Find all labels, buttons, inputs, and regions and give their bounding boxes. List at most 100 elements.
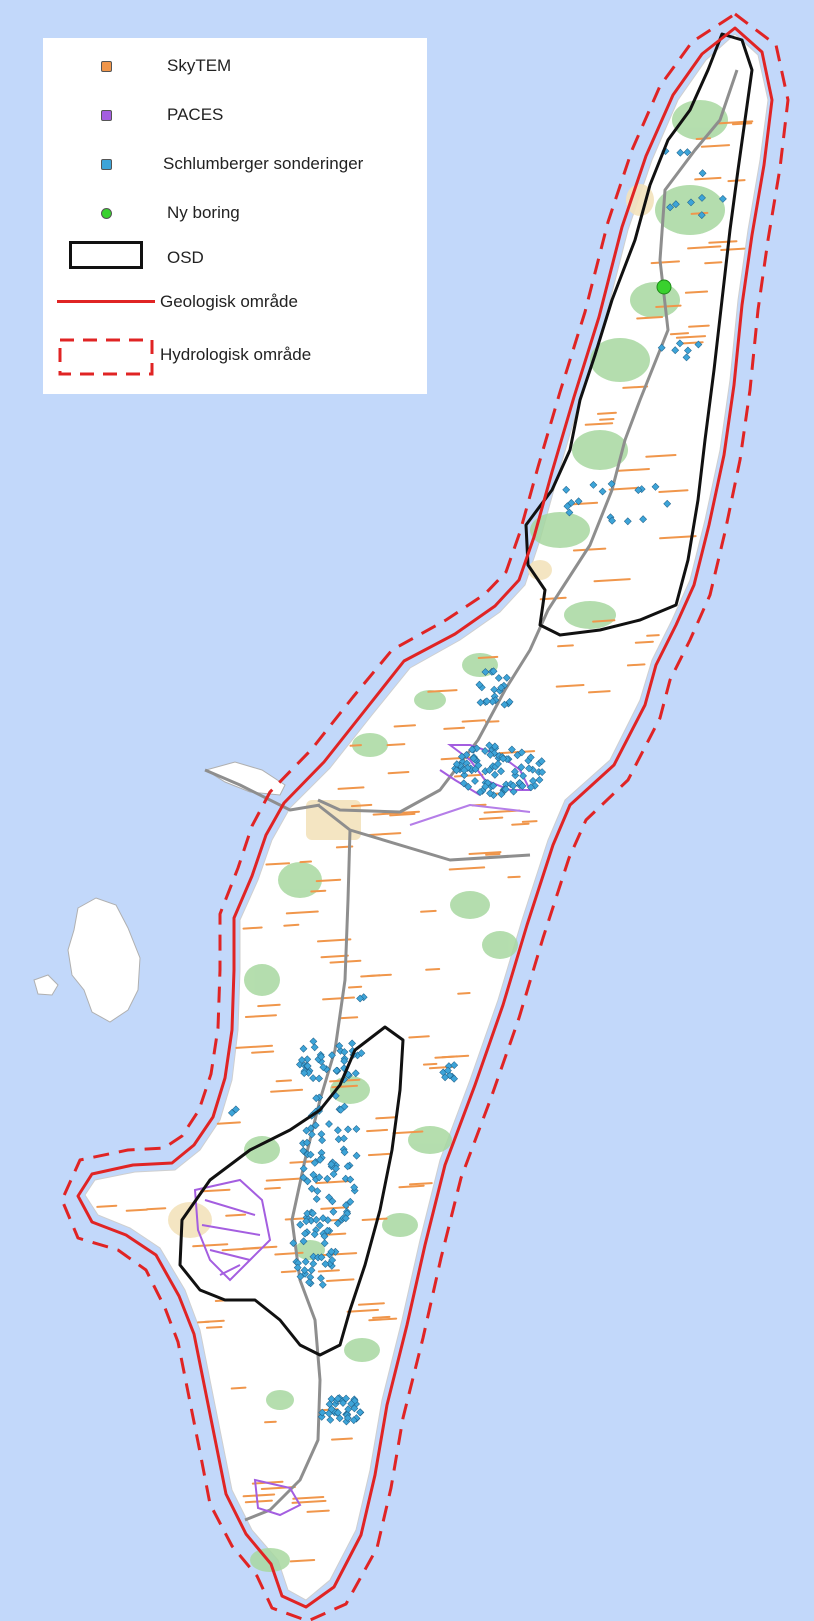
skytem-line (708, 240, 738, 244)
schlumberger-sounding (475, 680, 484, 689)
skytem-line (225, 1213, 247, 1217)
skytem-line (593, 578, 631, 583)
schlumberger-sounding (698, 194, 706, 202)
skytem-line (366, 1128, 389, 1133)
skytem-line (398, 1184, 425, 1189)
skytem-line (425, 968, 441, 971)
schlumberger-sounding (460, 766, 469, 775)
schlumberger-sounding (299, 1146, 308, 1155)
schlumberger-icon (101, 159, 112, 170)
skytem-line (477, 655, 499, 659)
schlumberger-sounding (343, 1162, 352, 1171)
schlumberger-sounding (315, 1173, 324, 1182)
schlumberger-sounding (302, 1217, 311, 1226)
skytem-line (597, 411, 617, 415)
islet-west (33, 974, 59, 996)
schlumberger-sounding (450, 1074, 458, 1083)
schlumberger-sounding (343, 1414, 352, 1422)
schlumberger-sounding (505, 698, 514, 706)
skytem-line (350, 803, 373, 808)
skytem-line (265, 862, 291, 866)
schlumberger-sounding (310, 1159, 319, 1167)
skytem-line (461, 719, 486, 723)
legend-label: Hydrologisk område (160, 345, 312, 364)
schlumberger-sounding (329, 1170, 338, 1178)
schlumberger-sounding (296, 1272, 305, 1281)
schlumberger-sounding (494, 760, 502, 768)
skytem-line (688, 324, 710, 328)
skytem-line (457, 992, 471, 995)
schlumberger-sounding (608, 516, 616, 525)
schlumberger-sounding (342, 1201, 350, 1210)
skytem-line (244, 1499, 273, 1504)
schlumberger-sounding (501, 785, 510, 794)
skytem-line (588, 690, 611, 694)
schlumberger-sounding (318, 1280, 327, 1289)
skytem-line (669, 332, 690, 336)
skytem-line (443, 726, 465, 730)
schlumberger-sounding (309, 1037, 318, 1046)
schlumberger-sounding (565, 508, 574, 517)
schlumberger-sounding (228, 1109, 236, 1117)
schlumberger-sounding (303, 1062, 312, 1070)
skytem-line (251, 1050, 275, 1054)
islet-north (204, 761, 286, 796)
schlumberger-sounding (683, 148, 692, 157)
skytem-line (322, 996, 355, 1001)
schlumberger-sounding (293, 1263, 302, 1272)
legend-item-osd: OSD (43, 238, 427, 278)
skytem-line (634, 640, 654, 644)
skytem-line (608, 486, 640, 491)
skytem-line (192, 1243, 229, 1248)
skytem-line (331, 1437, 353, 1441)
schlumberger-sounding (335, 1414, 344, 1423)
skytem-line (572, 501, 599, 506)
skytem-line (338, 1016, 359, 1020)
skytem-line (284, 1217, 306, 1221)
schlumberger-sounding (316, 1155, 324, 1164)
schlumberger-sounding (307, 1216, 316, 1225)
schlumberger-sounding (326, 1416, 335, 1424)
skytem-line (310, 889, 327, 893)
schlumberger-sounding (351, 1069, 360, 1078)
legend-label: Schlumberger sonderinger (163, 154, 364, 173)
skytem-line (349, 744, 362, 747)
skytem-line (320, 1206, 349, 1210)
osd-south (178, 1025, 405, 1357)
schlumberger-sounding (341, 1214, 350, 1223)
schlumberger-sounding (340, 1134, 348, 1143)
schlumberger-sounding (334, 1135, 343, 1144)
schlumberger-sounding (639, 515, 647, 524)
legend-label: SkyTEM (167, 56, 232, 75)
legend-label: PACES (167, 105, 224, 124)
island-west (67, 897, 141, 1023)
schlumberger-sounding (303, 1209, 312, 1218)
schlumberger-sounding (317, 1274, 325, 1283)
skytem-line (346, 1308, 379, 1313)
schlumberger-sounding (687, 198, 695, 207)
schlumberger-sounding (450, 1061, 459, 1069)
schlumberger-sounding (719, 195, 727, 203)
skytem-line (375, 1116, 397, 1120)
schlumberger-sounding (502, 780, 510, 789)
schlumberger-sounding (666, 203, 674, 212)
schlumberger-sounding (333, 1219, 342, 1228)
schlumberger-sounding (663, 499, 672, 508)
schlumberger-sounding (346, 1197, 355, 1206)
skytem-line (257, 1003, 281, 1008)
legend-item-geologisk: Geologisk område (43, 282, 427, 322)
schlumberger-sounding (481, 747, 489, 755)
schlumberger-sounding (317, 1253, 326, 1262)
schlumberger-sounding (529, 777, 537, 785)
schlumberger-sounding (332, 1066, 341, 1075)
schlumberger-sounding (485, 766, 494, 774)
schlumberger-sounding (342, 1394, 350, 1403)
skytem-line (264, 1186, 281, 1190)
schlumberger-sounding (460, 771, 469, 779)
skytem-line (622, 385, 649, 389)
schlumberger-sounding (607, 480, 616, 488)
schlumberger-sounding (476, 698, 485, 707)
schlumberger-sounding (491, 770, 499, 779)
schlumberger-sounding (356, 1408, 364, 1417)
legend-label: Ny boring (167, 203, 240, 222)
